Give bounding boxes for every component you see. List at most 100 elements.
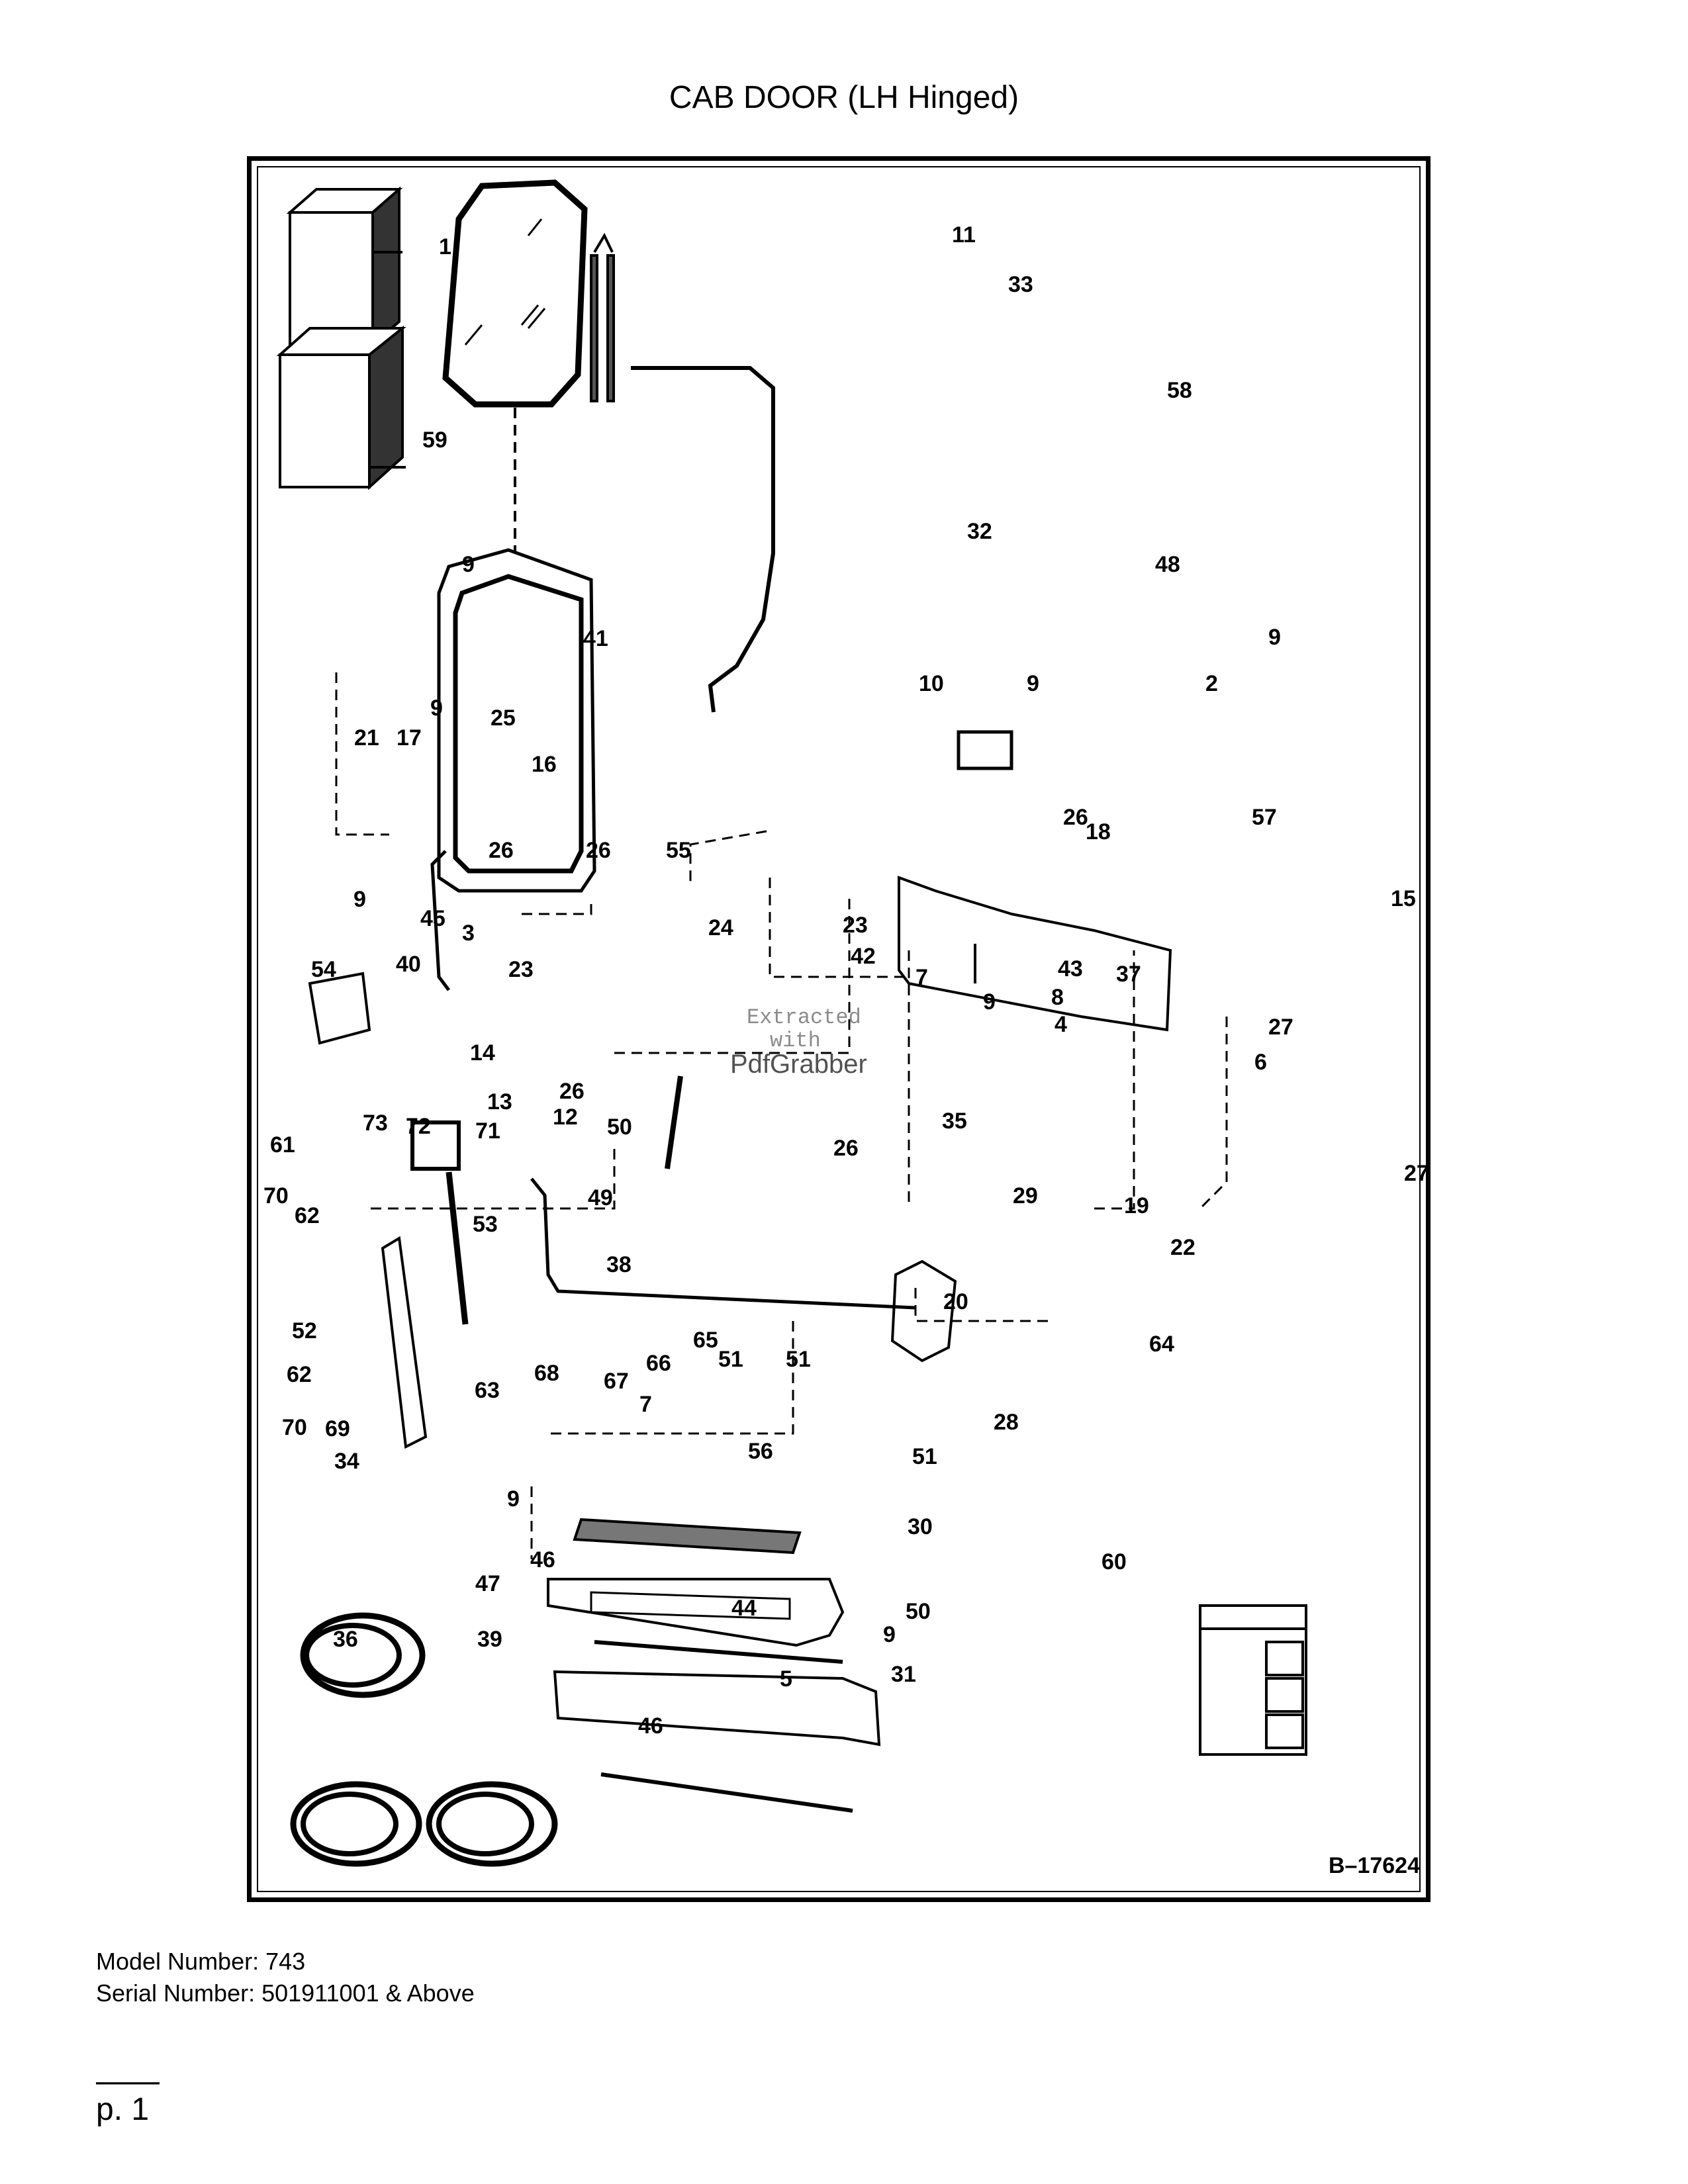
callout-50: 50 xyxy=(607,1115,632,1140)
exploded-parts-diagram: Extracted with PdfGrabber 15911335832489… xyxy=(263,179,1429,1867)
callout-62: 62 xyxy=(287,1362,312,1387)
callout-46: 46 xyxy=(530,1547,555,1572)
callout-48: 48 xyxy=(1155,552,1180,577)
callout-26: 26 xyxy=(489,838,514,863)
callout-38: 38 xyxy=(606,1252,632,1277)
callout-31: 31 xyxy=(891,1662,916,1687)
callout-26: 26 xyxy=(559,1079,585,1104)
callout-64: 64 xyxy=(1149,1332,1174,1357)
page-footer: —— p. 1 xyxy=(96,2064,160,2128)
callout-8: 8 xyxy=(1051,985,1064,1010)
model-number: Model Number: 743 xyxy=(96,1948,306,1975)
callout-20: 20 xyxy=(943,1289,968,1314)
callout-2: 2 xyxy=(1205,671,1218,696)
callout-15: 15 xyxy=(1391,886,1416,911)
callout-13: 13 xyxy=(487,1089,512,1115)
callout-16: 16 xyxy=(532,752,557,777)
callout-3: 3 xyxy=(462,921,475,946)
watermark-line1: Extracted xyxy=(747,1005,861,1030)
callout-26: 26 xyxy=(833,1136,859,1161)
callout-60: 60 xyxy=(1102,1549,1127,1574)
callout-23: 23 xyxy=(508,957,534,982)
callout-36: 36 xyxy=(333,1627,358,1652)
callout-22: 22 xyxy=(1170,1235,1196,1260)
callout-23: 23 xyxy=(843,913,868,938)
callout-57: 57 xyxy=(1252,805,1277,830)
callout-30: 30 xyxy=(908,1514,933,1539)
callout-9: 9 xyxy=(1268,625,1281,650)
callout-68: 68 xyxy=(534,1361,559,1386)
callout-66: 66 xyxy=(646,1351,671,1376)
callout-17: 17 xyxy=(397,725,422,751)
callout-9: 9 xyxy=(883,1622,896,1647)
callout-10: 10 xyxy=(919,671,944,696)
watermark-brand: PdfGrabber xyxy=(730,1050,867,1079)
callout-9: 9 xyxy=(983,989,996,1015)
callout-41: 41 xyxy=(583,626,608,651)
callout-9: 9 xyxy=(507,1486,520,1512)
drawing-id: B–17624 xyxy=(1328,1853,1420,1878)
callout-34: 34 xyxy=(334,1449,359,1474)
callout-43: 43 xyxy=(1058,956,1083,981)
callout-44: 44 xyxy=(731,1596,757,1621)
callout-21: 21 xyxy=(354,725,379,751)
callout-7: 7 xyxy=(639,1392,652,1417)
callout-11: 11 xyxy=(952,222,976,248)
callout-42: 42 xyxy=(851,944,876,969)
footer-dash: —— xyxy=(96,2064,160,2099)
callout-32: 32 xyxy=(967,519,992,544)
part-4-panel xyxy=(898,876,1172,1032)
callout-49: 49 xyxy=(588,1185,613,1210)
watermark-line2: with xyxy=(770,1028,821,1053)
callout-56: 56 xyxy=(748,1439,773,1464)
diagram-frame-inner xyxy=(257,166,1421,1892)
page-number: p. 1 xyxy=(96,2092,150,2127)
callout-4: 4 xyxy=(1055,1012,1067,1037)
diagram-frame xyxy=(247,156,1430,1902)
part-11-glass xyxy=(442,179,588,408)
serial-number: Serial Number: 501911001 & Above xyxy=(96,1979,475,2007)
part-10-door-frame xyxy=(437,548,596,893)
callout-73: 73 xyxy=(363,1111,388,1136)
callout-62: 62 xyxy=(295,1203,320,1228)
callout-59: 59 xyxy=(422,428,447,453)
callout-26: 26 xyxy=(1063,805,1088,830)
part-59-box xyxy=(276,325,406,490)
callout-71: 71 xyxy=(475,1118,500,1144)
callout-6: 6 xyxy=(1254,1050,1267,1075)
callout-63: 63 xyxy=(475,1378,500,1403)
callout-70: 70 xyxy=(282,1415,307,1440)
callout-40: 40 xyxy=(396,952,421,977)
callout-1: 1 xyxy=(439,234,451,259)
callout-53: 53 xyxy=(473,1212,498,1237)
callout-70: 70 xyxy=(263,1183,289,1208)
callout-51: 51 xyxy=(912,1444,937,1469)
model-info: Model Number: 743 Serial Number: 5019110… xyxy=(96,1946,475,2009)
callout-72: 72 xyxy=(406,1114,431,1139)
callout-9: 9 xyxy=(353,887,366,912)
callout-51: 51 xyxy=(786,1347,811,1372)
callout-18: 18 xyxy=(1086,819,1111,844)
callout-27: 27 xyxy=(1268,1015,1293,1040)
callout-39: 39 xyxy=(477,1627,502,1652)
callout-55: 55 xyxy=(666,838,691,863)
callout-28: 28 xyxy=(994,1410,1019,1435)
callout-19: 19 xyxy=(1124,1193,1149,1218)
callout-9: 9 xyxy=(1027,671,1039,696)
watermark: Extracted with PdfGrabber xyxy=(730,1005,867,1079)
callout-37: 37 xyxy=(1116,962,1141,987)
part-1-box xyxy=(286,186,403,348)
callout-9: 9 xyxy=(430,696,443,721)
callout-67: 67 xyxy=(604,1369,629,1394)
callout-29: 29 xyxy=(1013,1183,1038,1208)
callout-12: 12 xyxy=(553,1105,578,1130)
callout-27: 27 xyxy=(1404,1161,1429,1186)
callout-33: 33 xyxy=(1008,272,1033,297)
callout-58: 58 xyxy=(1167,378,1192,403)
callout-51: 51 xyxy=(718,1347,743,1372)
callout-24: 24 xyxy=(708,915,733,940)
callout-45: 45 xyxy=(420,906,445,931)
callout-69: 69 xyxy=(325,1416,350,1441)
page-title: CAB DOOR (LH Hinged) xyxy=(669,80,1019,115)
